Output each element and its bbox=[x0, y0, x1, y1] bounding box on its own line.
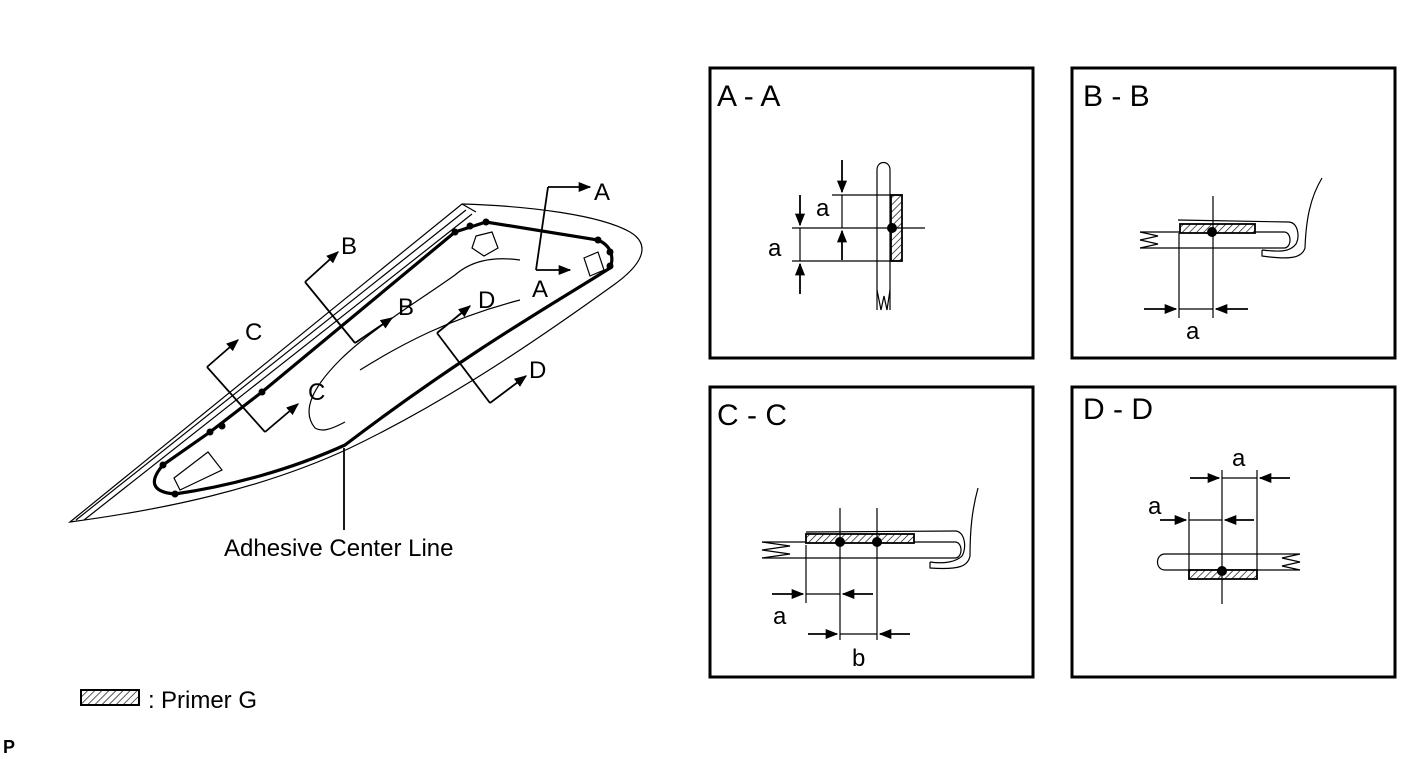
section-b-b-frame bbox=[1070, 66, 1397, 360]
section-cut-c bbox=[206, 339, 299, 433]
section-label-a-top: A bbox=[594, 179, 610, 206]
window-glass-view: A A B B C C D D Adhesive Center Line bbox=[67, 179, 643, 562]
legend-separator: : bbox=[148, 687, 155, 714]
section-label-b-bottom: B bbox=[398, 294, 414, 321]
section-label-b-top: B bbox=[341, 233, 357, 260]
section-label-d-top: D bbox=[478, 287, 495, 314]
section-label-d-bottom: D bbox=[529, 357, 546, 384]
dim-c-a: a bbox=[773, 603, 787, 630]
dim-b: a bbox=[1186, 318, 1200, 345]
glass-molding-lower bbox=[83, 213, 473, 521]
dim-d-upper: a bbox=[1232, 445, 1246, 472]
adhesive-point-b bbox=[1207, 227, 1217, 237]
section-d-d-panel: D - D a a bbox=[1070, 385, 1397, 679]
adhesive-center-line-label: Adhesive Center Line bbox=[224, 535, 453, 562]
section-b-b-panel: B - B a bbox=[1070, 66, 1397, 360]
primer-strip-c bbox=[805, 533, 915, 544]
section-d-d-frame bbox=[1070, 385, 1397, 679]
primer-label: Primer G bbox=[161, 687, 257, 714]
dim-c-b: b bbox=[852, 645, 865, 672]
section-label-a-bottom: A bbox=[532, 276, 548, 303]
section-label-c-top: C bbox=[245, 319, 262, 346]
section-cut-a bbox=[535, 181, 592, 276]
section-c-c-frame bbox=[708, 385, 1035, 679]
section-label-c-bottom: C bbox=[308, 379, 325, 406]
section-a-a-panel: A - A a a bbox=[708, 66, 1035, 360]
section-cut-d bbox=[436, 305, 528, 404]
dim-a-lower: a bbox=[768, 235, 782, 262]
glass-molding-upper bbox=[75, 209, 467, 521]
inner-reference-curve bbox=[308, 258, 521, 431]
dim-d-lower: a bbox=[1148, 493, 1162, 520]
legend: : Primer G bbox=[80, 687, 257, 714]
pad-upper bbox=[471, 231, 499, 257]
section-c-c-title: C - C bbox=[717, 399, 787, 432]
section-c-c-panel: C - C a b bbox=[708, 385, 1035, 679]
primer-strip-b bbox=[1179, 223, 1256, 234]
adhesive-dots bbox=[159, 218, 614, 498]
primer-swatch bbox=[80, 689, 140, 706]
footer-mark: P bbox=[3, 737, 15, 757]
section-d-d-title: D - D bbox=[1083, 393, 1153, 426]
dim-a-upper: a bbox=[816, 195, 830, 222]
section-a-a-title: A - A bbox=[717, 80, 780, 113]
glass-outline bbox=[67, 203, 643, 523]
pad-lower bbox=[173, 451, 223, 491]
section-b-b-title: B - B bbox=[1083, 80, 1150, 113]
section-a-a-frame bbox=[708, 66, 1035, 360]
section-cut-b bbox=[304, 251, 394, 344]
